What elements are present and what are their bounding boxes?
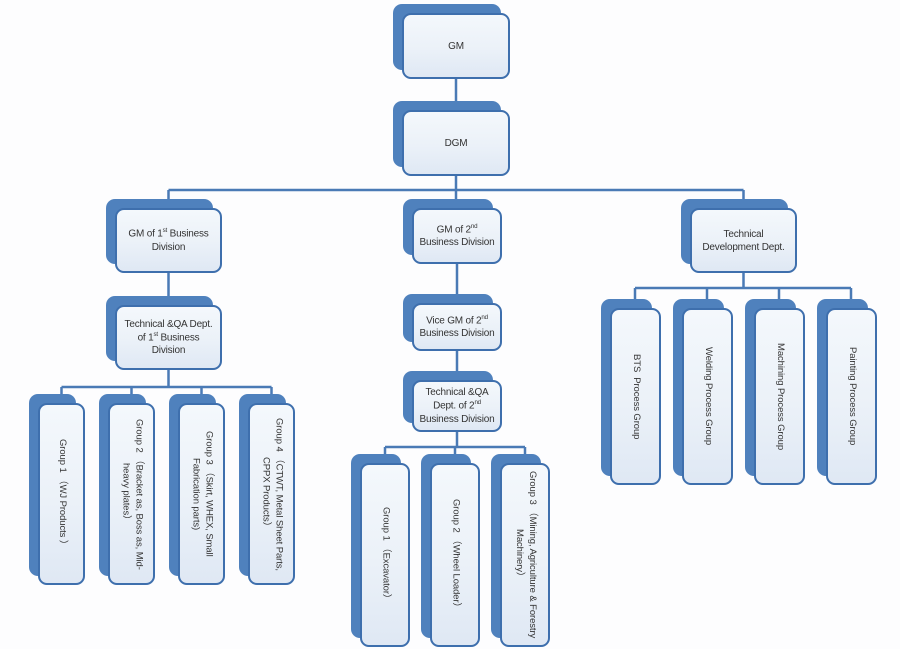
org-node-technical-qa-dept-2nd-box: Technical &QA Dept. of 2nd Business Divi… bbox=[412, 380, 502, 432]
org-node-tdd-group-welding-label: Welding Process Group bbox=[702, 347, 714, 446]
org-node-tdd-group-welding: Welding Process Group bbox=[673, 299, 733, 485]
org-node-tdd-group-machining-label: Machining Process Group bbox=[774, 342, 786, 450]
org-node-technical-development-dept-label: Technical Development Dept. bbox=[702, 228, 785, 253]
org-node-div2-group-2-label: Group 2 （Wheel Loader） bbox=[450, 498, 462, 612]
org-node-div1-group-1: Group 1 （WJ Products ） bbox=[29, 394, 85, 585]
org-node-gm-1st-division-label: GM of 1st Business Division bbox=[128, 227, 209, 253]
org-node-tdd-group-machining-box: Machining Process Group bbox=[754, 308, 805, 485]
org-node-div1-group-2-box: Group 2 （Bracket as, Boss as, Mid-heavy … bbox=[108, 403, 155, 585]
org-node-gm-2nd-division-label: GM of 2nd Business Division bbox=[419, 222, 495, 249]
org-node-div2-group-2-box: Group 2 （Wheel Loader） bbox=[430, 463, 480, 647]
org-node-tdd-group-bts-box: BTS Process Group bbox=[610, 308, 661, 485]
org-node-div2-group-3: Group 3 （Mining, Agriculture & Forestry … bbox=[491, 454, 550, 647]
org-node-vice-gm-2nd-division: Vice GM of 2nd Business Division bbox=[403, 294, 502, 351]
org-node-tdd-group-machining: Machining Process Group bbox=[745, 299, 805, 485]
org-node-div1-group-3-label: Group 3 （Skirt, WHEX, Small Fabrication … bbox=[190, 431, 215, 560]
org-node-div1-group-2: Group 2 （Bracket as, Boss as, Mid-heavy … bbox=[99, 394, 155, 585]
org-node-div2-group-3-label: Group 3 （Mining, Agriculture & Forestry … bbox=[514, 471, 538, 642]
org-node-div1-group-4: Group 4 （CTWT, Metal Sheet Parts, CPPX P… bbox=[239, 394, 295, 585]
org-node-dgm-label: DGM bbox=[444, 137, 468, 149]
org-node-div2-group-1-box: Group 1 （Excavator） bbox=[360, 463, 410, 647]
org-node-div1-group-3: Group 3 （Skirt, WHEX, Small Fabrication … bbox=[169, 394, 225, 585]
org-node-div1-group-1-label: Group 1 （WJ Products ） bbox=[56, 438, 68, 550]
org-node-tdd-group-painting-label: Painting Process Group bbox=[846, 347, 858, 446]
org-node-div2-group-2: Group 2 （Wheel Loader） bbox=[421, 454, 480, 647]
org-node-vice-gm-2nd-division-box: Vice GM of 2nd Business Division bbox=[412, 303, 502, 351]
org-node-div1-group-1-box: Group 1 （WJ Products ） bbox=[38, 403, 85, 585]
org-node-technical-qa-dept-2nd-label: Technical &QA Dept. of 2nd Business Divi… bbox=[419, 387, 495, 425]
org-node-technical-qa-dept-2nd: Technical &QA Dept. of 2nd Business Divi… bbox=[403, 371, 502, 432]
org-node-vice-gm-2nd-division-label: Vice GM of 2nd Business Division bbox=[419, 313, 495, 340]
org-node-div1-group-4-box: Group 4 （CTWT, Metal Sheet Parts, CPPX P… bbox=[248, 403, 295, 585]
org-node-tdd-group-bts-label: BTS Process Group bbox=[630, 353, 642, 440]
org-node-div2-group-1-label: Group 1 （Excavator） bbox=[380, 506, 392, 604]
org-node-dgm-box: DGM bbox=[402, 110, 510, 176]
org-node-tdd-group-painting-box: Painting Process Group bbox=[826, 308, 877, 485]
org-node-tdd-group-welding-box: Welding Process Group bbox=[682, 308, 733, 485]
org-node-technical-qa-dept-1st-label: Technical &QA Dept. of 1st Business Divi… bbox=[124, 318, 213, 357]
org-node-technical-development-dept-box: Technical Development Dept. bbox=[690, 208, 797, 273]
org-node-gm: GM bbox=[393, 4, 510, 79]
org-node-gm-box: GM bbox=[402, 13, 510, 79]
org-node-div1-group-3-box: Group 3 （Skirt, WHEX, Small Fabrication … bbox=[178, 403, 225, 585]
org-node-tdd-group-painting: Painting Process Group bbox=[817, 299, 877, 485]
org-node-technical-qa-dept-1st-box: Technical &QA Dept. of 1st Business Divi… bbox=[115, 305, 222, 370]
org-node-div2-group-3-box: Group 3 （Mining, Agriculture & Forestry … bbox=[500, 463, 550, 647]
org-node-dgm: DGM bbox=[393, 101, 510, 176]
org-node-technical-qa-dept-1st: Technical &QA Dept. of 1st Business Divi… bbox=[106, 296, 222, 370]
org-node-gm-1st-division: GM of 1st Business Division bbox=[106, 199, 222, 273]
org-node-gm-label: GM bbox=[448, 40, 464, 52]
org-node-tdd-group-bts: BTS Process Group bbox=[601, 299, 661, 485]
org-node-div1-group-2-label: Group 2 （Bracket as, Boss as, Mid-heavy … bbox=[120, 418, 145, 570]
org-node-technical-development-dept: Technical Development Dept. bbox=[681, 199, 797, 273]
org-node-gm-2nd-division: GM of 2nd Business Division bbox=[403, 199, 502, 264]
org-node-gm-2nd-division-box: GM of 2nd Business Division bbox=[412, 208, 502, 264]
org-node-div2-group-1: Group 1 （Excavator） bbox=[351, 454, 410, 647]
org-node-div1-group-4-label: Group 4 （CTWT, Metal Sheet Parts, CPPX P… bbox=[260, 417, 285, 574]
org-node-gm-1st-division-box: GM of 1st Business Division bbox=[115, 208, 222, 273]
